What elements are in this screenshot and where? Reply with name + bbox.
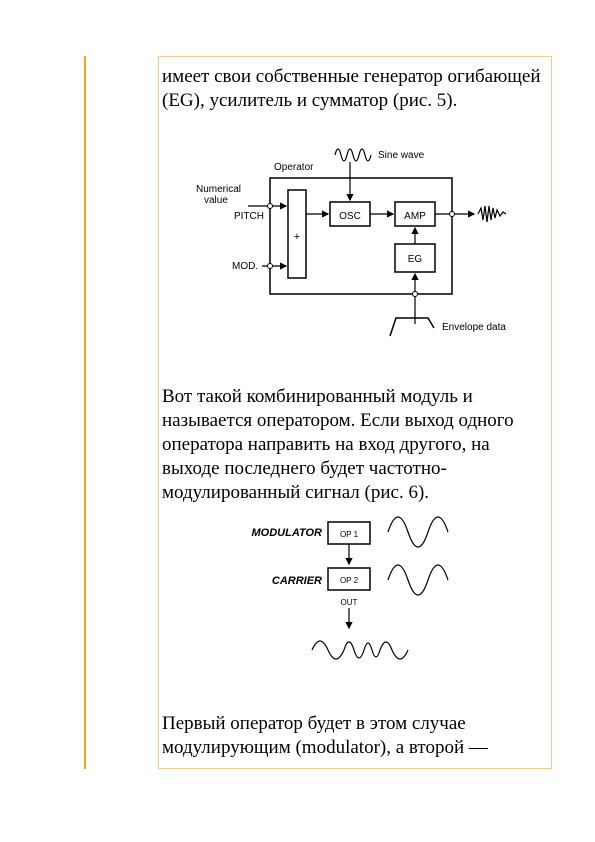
envelope-shape-icon	[389, 317, 435, 337]
pitch-label: PITCH	[234, 211, 264, 222]
sine-wave-label: Sine wave	[378, 150, 425, 161]
modulator-label: MODULATOR	[252, 527, 323, 539]
op1-label: OP 1	[340, 530, 359, 539]
content-frame	[158, 56, 552, 769]
envelope-label: Envelope data	[442, 322, 506, 333]
summer-box	[287, 189, 307, 279]
amp-label: AMP	[404, 211, 426, 222]
paragraph-1: имеет свои собственные генератор огибающ…	[162, 66, 541, 111]
op2-label: OP 2	[340, 576, 359, 585]
figure-6-fm-diagram: MODULATOR OP 1 CARRIER OP 2 OUT	[252, 516, 449, 660]
osc-label: OSC	[339, 211, 361, 222]
carrier-label: CARRIER	[272, 575, 322, 587]
left-margin-rule	[84, 56, 86, 769]
paragraph-2: Вот такой комбинированный модуль и назыв…	[162, 386, 514, 503]
value-label: value	[204, 195, 228, 206]
operator-label: Operator	[274, 162, 314, 173]
out-label: OUT	[341, 598, 358, 607]
eg-label: EG	[408, 254, 423, 265]
fm-output-wave-icon	[311, 640, 409, 660]
paragraph-3: Первый оператор будет в этом случае моду…	[162, 713, 488, 758]
summer-label: +	[294, 231, 300, 243]
output-wave-icon	[477, 205, 507, 223]
op2-box	[327, 567, 371, 591]
figure-5-operator-diagram: Operator Sine wave + OSC AMP EG Numerica…	[196, 148, 507, 337]
modulator-wave-icon	[387, 516, 449, 548]
numerical-label: Numerical	[196, 184, 241, 195]
operator-box	[269, 177, 453, 295]
sine-wave-icon	[334, 148, 372, 162]
mod-label: MOD.	[232, 261, 258, 272]
carrier-wave-icon	[387, 564, 449, 596]
